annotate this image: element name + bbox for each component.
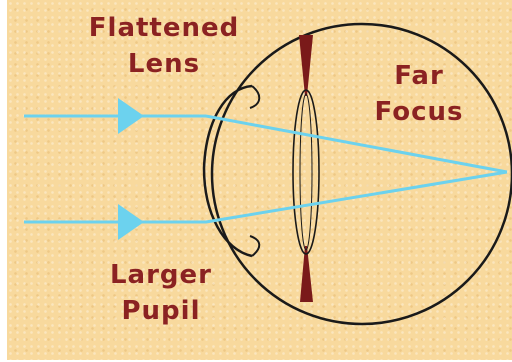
far-focus-label: Far Focus [359,58,479,130]
upper-iris [299,35,313,96]
flattened-lens-label: Flattened Lens [69,10,259,82]
lens-outline [292,89,320,255]
diagram-frame: Flattened Lens Far Focus Larger Pupil [7,0,512,360]
upper-ray-arrow [118,98,144,134]
eyeball-outline [210,22,512,326]
upper-light-ray [24,114,508,174]
eye-diagram [24,22,512,326]
light-rays [24,114,508,224]
lens-inner [299,93,313,251]
far-focus-line-1: Far [394,61,444,91]
far-focus-line-2: Focus [374,97,464,127]
lower-ray-arrow [118,204,144,240]
larger-pupil-line-2: Pupil [121,296,201,326]
lower-light-ray [24,170,508,224]
flattened-lens-line-1: Flattened [88,13,240,43]
larger-pupil-line-1: Larger [109,260,212,290]
lower-iris [300,246,313,302]
flattened-lens-line-2: Lens [127,49,201,79]
larger-pupil-label: Larger Pupil [81,257,241,329]
cornea-outline [202,84,253,258]
lower-ciliary-hook [249,235,261,257]
upper-ciliary-hook [249,85,261,109]
